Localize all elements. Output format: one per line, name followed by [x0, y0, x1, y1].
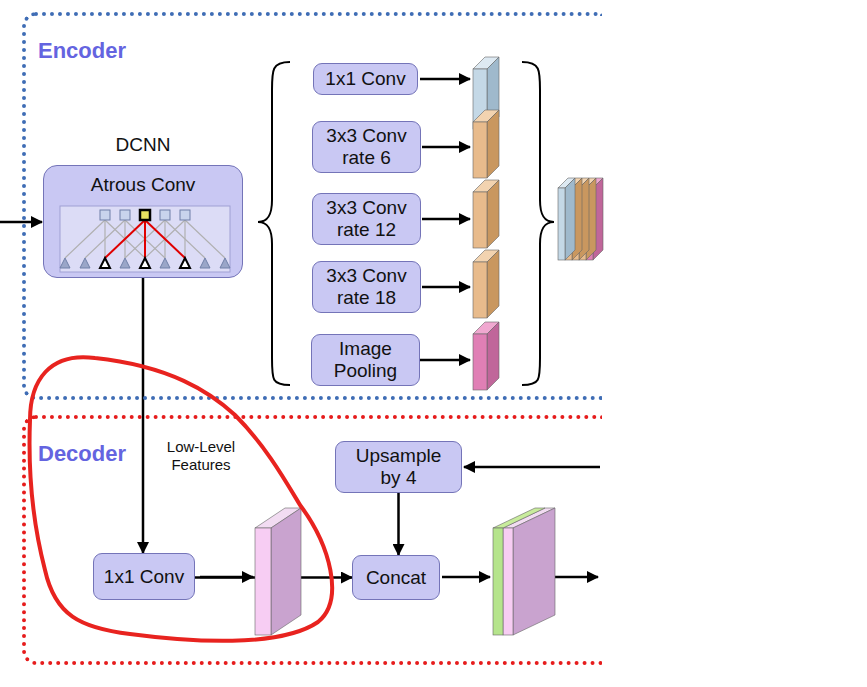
process-box: Image Pooling [311, 334, 420, 386]
box-heading: DCNN [44, 134, 242, 156]
feature-maps [255, 57, 603, 635]
box-label: Upsample by 4 [350, 445, 448, 489]
atrous-illustration [60, 206, 230, 272]
connector-arrow [195, 576, 352, 579]
brace [258, 62, 554, 385]
process-box: Upsample by 4 [335, 441, 462, 493]
box-label: 3x3 Conv rate 12 [319, 197, 414, 241]
box-label: 1x1 Conv [104, 566, 184, 588]
box-label: 3x3 Conv rate 18 [319, 265, 414, 309]
box-label: Image Pooling [318, 338, 413, 382]
region-title: Encoder [38, 38, 126, 64]
connector-arrow [397, 493, 400, 556]
edge-label: Low-Level Features [151, 437, 251, 475]
network-box: DCNNAtrous Conv [43, 165, 243, 278]
process-box: 3x3 Conv rate 18 [312, 261, 421, 313]
process-box: 1x1 Conv [313, 63, 418, 95]
process-box: 1x1 Conv [93, 553, 195, 600]
region-panel: EncoderDCNNAtrous Conv1x1 Conv3x3 Conv r… [22, 12, 602, 400]
box-label: Atrous Conv [44, 174, 242, 196]
hand-drawn-circle [30, 357, 333, 641]
box-label: 3x3 Conv rate 6 [319, 125, 414, 169]
region-title: Decoder [38, 441, 126, 467]
process-box: 3x3 Conv rate 6 [312, 121, 421, 173]
box-label: 1x1 Conv [325, 68, 405, 90]
region-panel: Decoder Upsample by 4 1x1 Conv Concat [22, 415, 602, 665]
box-label: Concat [366, 567, 426, 589]
process-box: 3x3 Conv rate 12 [312, 193, 421, 245]
wire-arrows [0, 79, 600, 577]
process-box: Concat [352, 555, 440, 600]
